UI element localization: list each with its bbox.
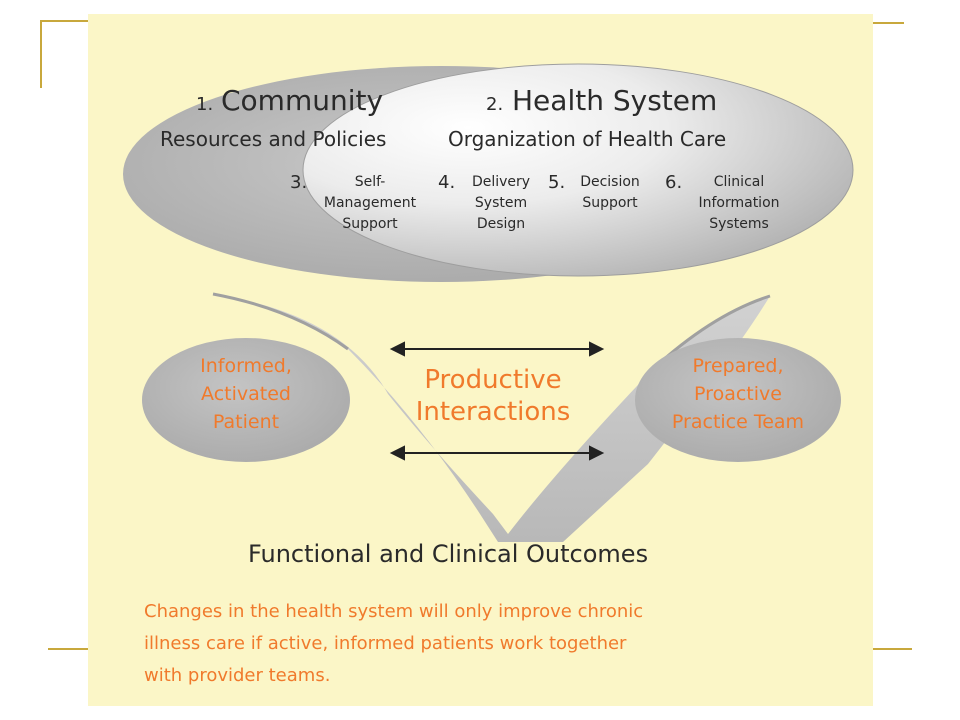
frame-line-bottom-left	[48, 648, 90, 650]
patient-line-2: Activated	[201, 383, 291, 405]
team-label: Prepared, Proactive Practice Team	[653, 352, 823, 436]
chronic-care-model-diagram: 1. Community Resources and Policies 2. H…	[88, 14, 873, 706]
element-3-label: Self- Management Support	[310, 172, 430, 235]
element-5-line-2: Support	[582, 195, 638, 211]
element-4-label: Delivery System Design	[460, 172, 542, 235]
frame-line-left-vertical	[40, 20, 42, 88]
interactions-line-2: Interactions	[415, 397, 571, 427]
interactions-label: Productive Interactions	[388, 364, 598, 428]
element-5-label: Decision Support	[570, 172, 650, 214]
element-5-line-1: Decision	[580, 174, 640, 190]
team-line-1: Prepared,	[692, 355, 784, 377]
caption-line-2: illness care if active, informed patient…	[144, 633, 627, 654]
frame-line-top-left	[40, 20, 90, 22]
element-4-number: 4.	[438, 172, 456, 193]
element-3-number: 3.	[290, 172, 308, 193]
health-system-subtitle: Organization of Health Care	[448, 127, 727, 151]
interaction-arrow-top	[389, 341, 605, 357]
patient-line-1: Informed,	[200, 355, 292, 377]
arrow-left-edge	[212, 292, 349, 351]
interactions-line-1: Productive	[424, 365, 562, 395]
health-system-title: Health System	[512, 84, 718, 117]
patient-label: Informed, Activated Patient	[174, 352, 318, 436]
diagram-graphics	[123, 63, 854, 542]
element-6-line-3: Systems	[709, 216, 769, 232]
element-5-number: 5.	[548, 172, 566, 193]
patient-ellipse	[142, 338, 350, 462]
community-subtitle: Resources and Policies	[160, 127, 387, 151]
community-number: 1.	[196, 94, 214, 115]
caption-line-1: Changes in the health system will only i…	[144, 601, 644, 622]
team-ellipse	[635, 338, 841, 462]
element-6-line-2: Information	[698, 195, 780, 211]
element-3-line-1: Self-	[354, 174, 386, 190]
interaction-arrow-bottom	[389, 445, 605, 461]
team-line-2: Proactive	[694, 383, 782, 405]
caption-text: Changes in the health system will only i…	[144, 596, 643, 692]
element-6-line-1: Clinical	[713, 174, 765, 190]
health-system-number: 2.	[486, 94, 504, 115]
element-4-line-1: Delivery	[471, 174, 531, 190]
health-system-ellipse	[302, 63, 854, 277]
outcomes-label: Functional and Clinical Outcomes	[248, 540, 649, 568]
frame-line-bottom-right	[872, 648, 912, 650]
patient-line-3: Patient	[212, 411, 280, 433]
frame-line-top-right	[872, 22, 904, 24]
element-3-line-3: Support	[342, 216, 398, 232]
element-6-number: 6.	[665, 172, 683, 193]
element-4-line-2: System	[474, 195, 528, 211]
caption-line-3: with provider teams.	[144, 665, 331, 686]
team-line-3: Practice Team	[671, 411, 805, 433]
element-6-label: Clinical Information Systems	[684, 172, 794, 235]
element-3-line-2: Management	[323, 195, 417, 211]
element-4-line-3: Design	[476, 216, 526, 232]
community-title: Community	[221, 84, 384, 117]
